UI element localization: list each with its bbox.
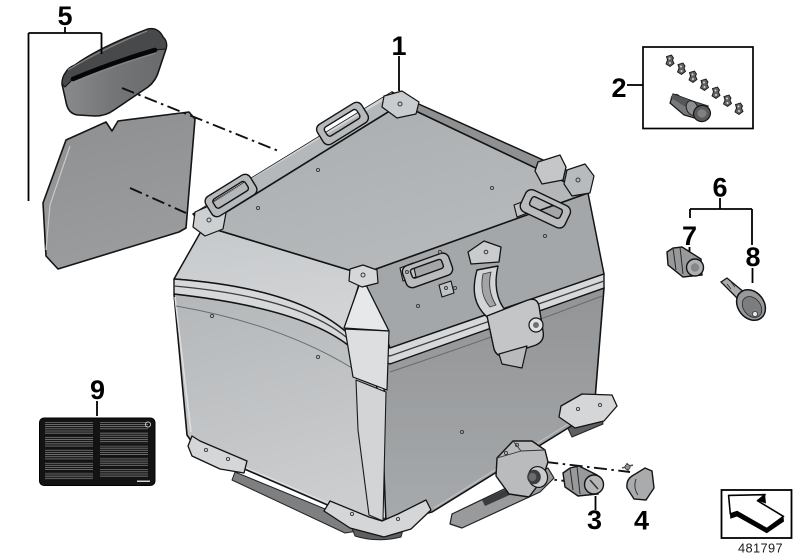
svg-text:481797: 481797 (738, 541, 783, 556)
svg-text:2: 2 (611, 73, 626, 103)
svg-text:9: 9 (90, 375, 105, 405)
svg-text:4: 4 (634, 506, 649, 536)
svg-text:3: 3 (587, 505, 602, 535)
svg-text:8: 8 (745, 242, 760, 272)
svg-text:7: 7 (682, 221, 697, 251)
svg-text:1: 1 (391, 31, 406, 61)
svg-text:5: 5 (57, 1, 72, 31)
svg-text:6: 6 (712, 173, 727, 203)
